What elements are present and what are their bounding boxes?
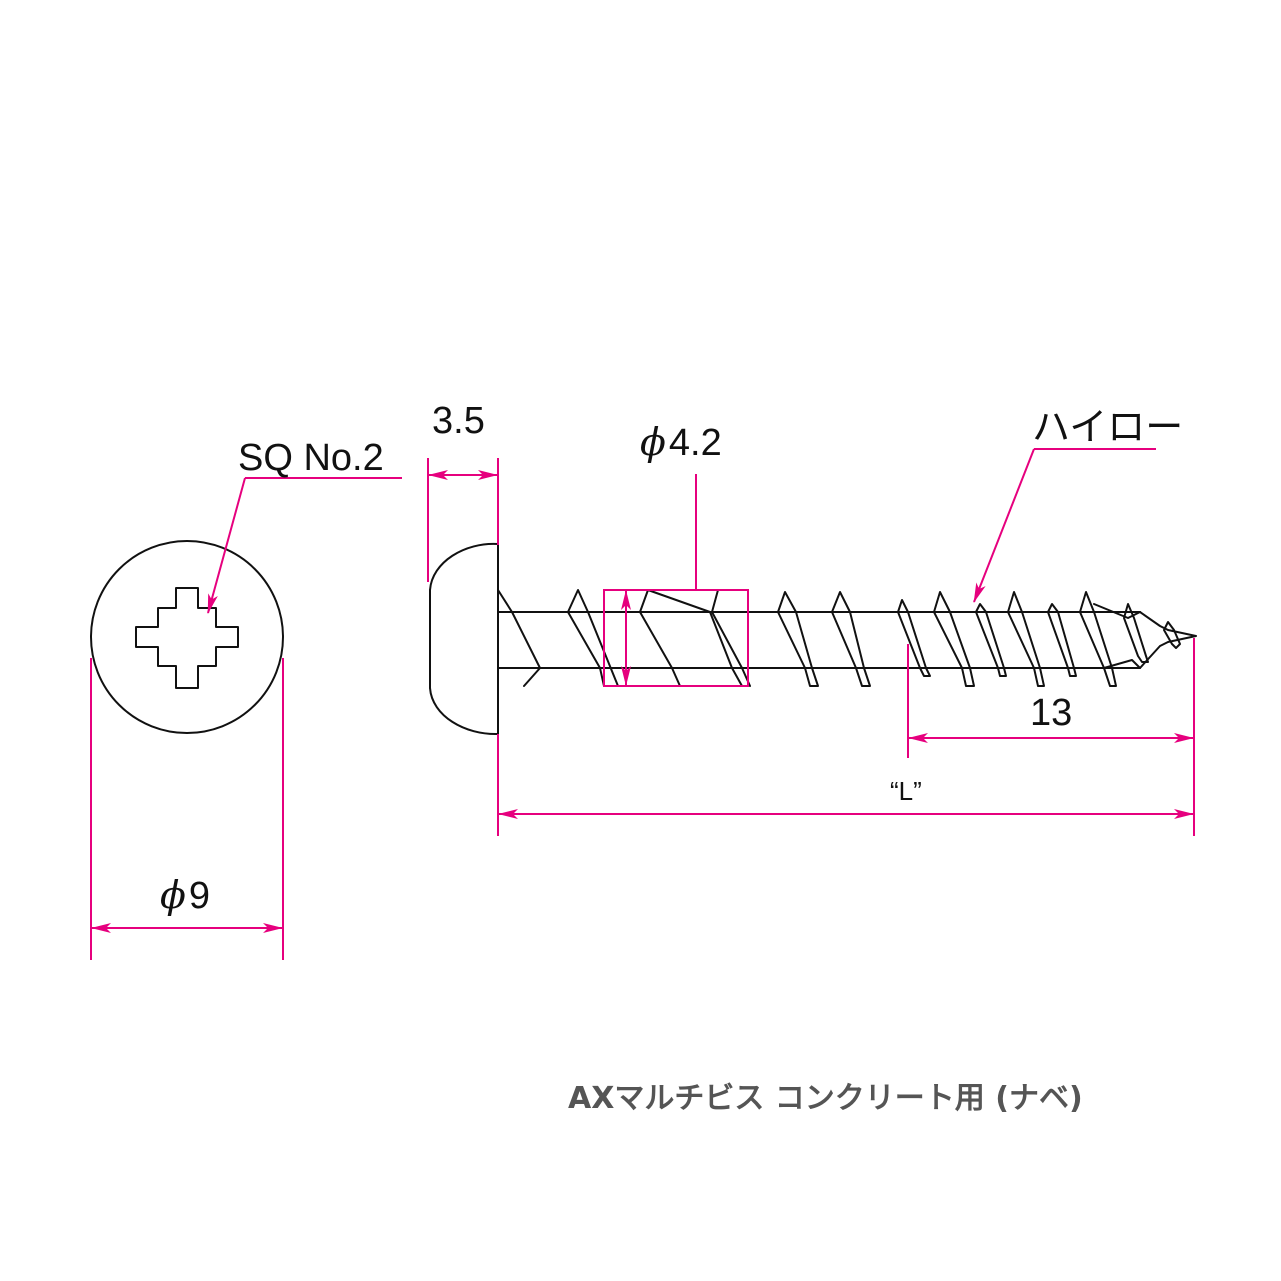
product-caption: AXマルチビス コンクリート用 (ナベ) (568, 1081, 1083, 1116)
square-drive-recess-icon (135, 587, 239, 689)
shank-diameter-dimension (603, 474, 749, 687)
head-diameter-dimension (90, 658, 284, 960)
screw-shank (497, 589, 1197, 687)
head-top-view (90, 540, 284, 734)
head-diameter-label: ϕ9 (160, 873, 210, 917)
head-outline-circle (90, 540, 284, 734)
tip-length-dimension (907, 638, 1195, 836)
thread-type-label: ハイロー (1032, 407, 1183, 449)
length-dimension (497, 734, 1194, 836)
thread-type-leader (973, 448, 1156, 603)
shank-diameter-label: ϕ4.2 (640, 420, 722, 464)
tip-length-label: 13 (1030, 692, 1072, 734)
drive-leader (207, 477, 402, 614)
screw-head-side (429, 542, 499, 736)
drive-label: SQ No.2 (238, 437, 384, 479)
head-height-dimension (427, 458, 499, 582)
head-height-label: 3.5 (432, 400, 485, 442)
length-label: “L” (890, 776, 922, 806)
